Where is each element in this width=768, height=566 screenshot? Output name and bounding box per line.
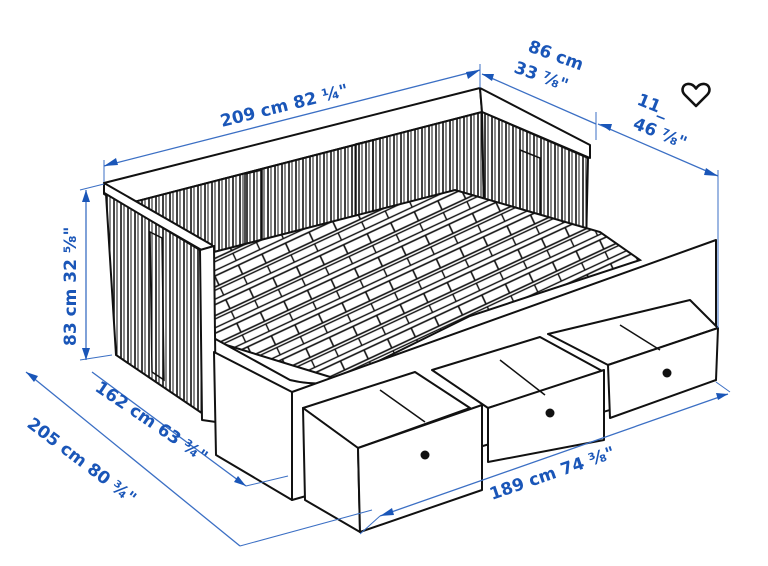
- drawer-3: [547, 299, 719, 419]
- drawer-1-front: [357, 404, 483, 533]
- outer-width-label: 205 cm 80 ¾": [23, 414, 140, 509]
- bed-slat-base: [204, 188, 643, 382]
- drawer-2-front: [487, 369, 605, 463]
- height-label: 83 cm 32 ⅝": [61, 227, 81, 346]
- length-label: 209 cm 82 ¼": [218, 81, 350, 132]
- left-front-post: [199, 245, 217, 423]
- drawer-2-knob: [545, 408, 555, 418]
- dimension-lines: [25, 64, 731, 547]
- favorite-button[interactable]: [676, 78, 716, 112]
- drawer-3-knob: [662, 368, 672, 378]
- drawers: [302, 299, 719, 533]
- extended-depth-inch-label: 46 ⅞": [630, 114, 689, 154]
- inner-width-dimension-line: [91, 371, 247, 487]
- drawer-span-dimension-line: [379, 393, 729, 517]
- outer-width-dimension-line: [25, 371, 241, 547]
- drawer-2: [431, 336, 605, 463]
- drawer-1: [302, 371, 483, 533]
- drawer-2-divider: [499, 359, 546, 396]
- drawer-1-divider: [379, 389, 426, 423]
- drawer-1-knob: [420, 450, 430, 460]
- heart-outline-icon: [681, 82, 711, 108]
- depth-dimension-line: [481, 73, 597, 125]
- length-dimension-line: [103, 69, 481, 167]
- extended-depth-dimension-line: [597, 123, 719, 177]
- drawer-3-divider: [619, 324, 661, 351]
- left-panel-divider: [149, 230, 165, 382]
- right-armrest-top: [479, 87, 591, 159]
